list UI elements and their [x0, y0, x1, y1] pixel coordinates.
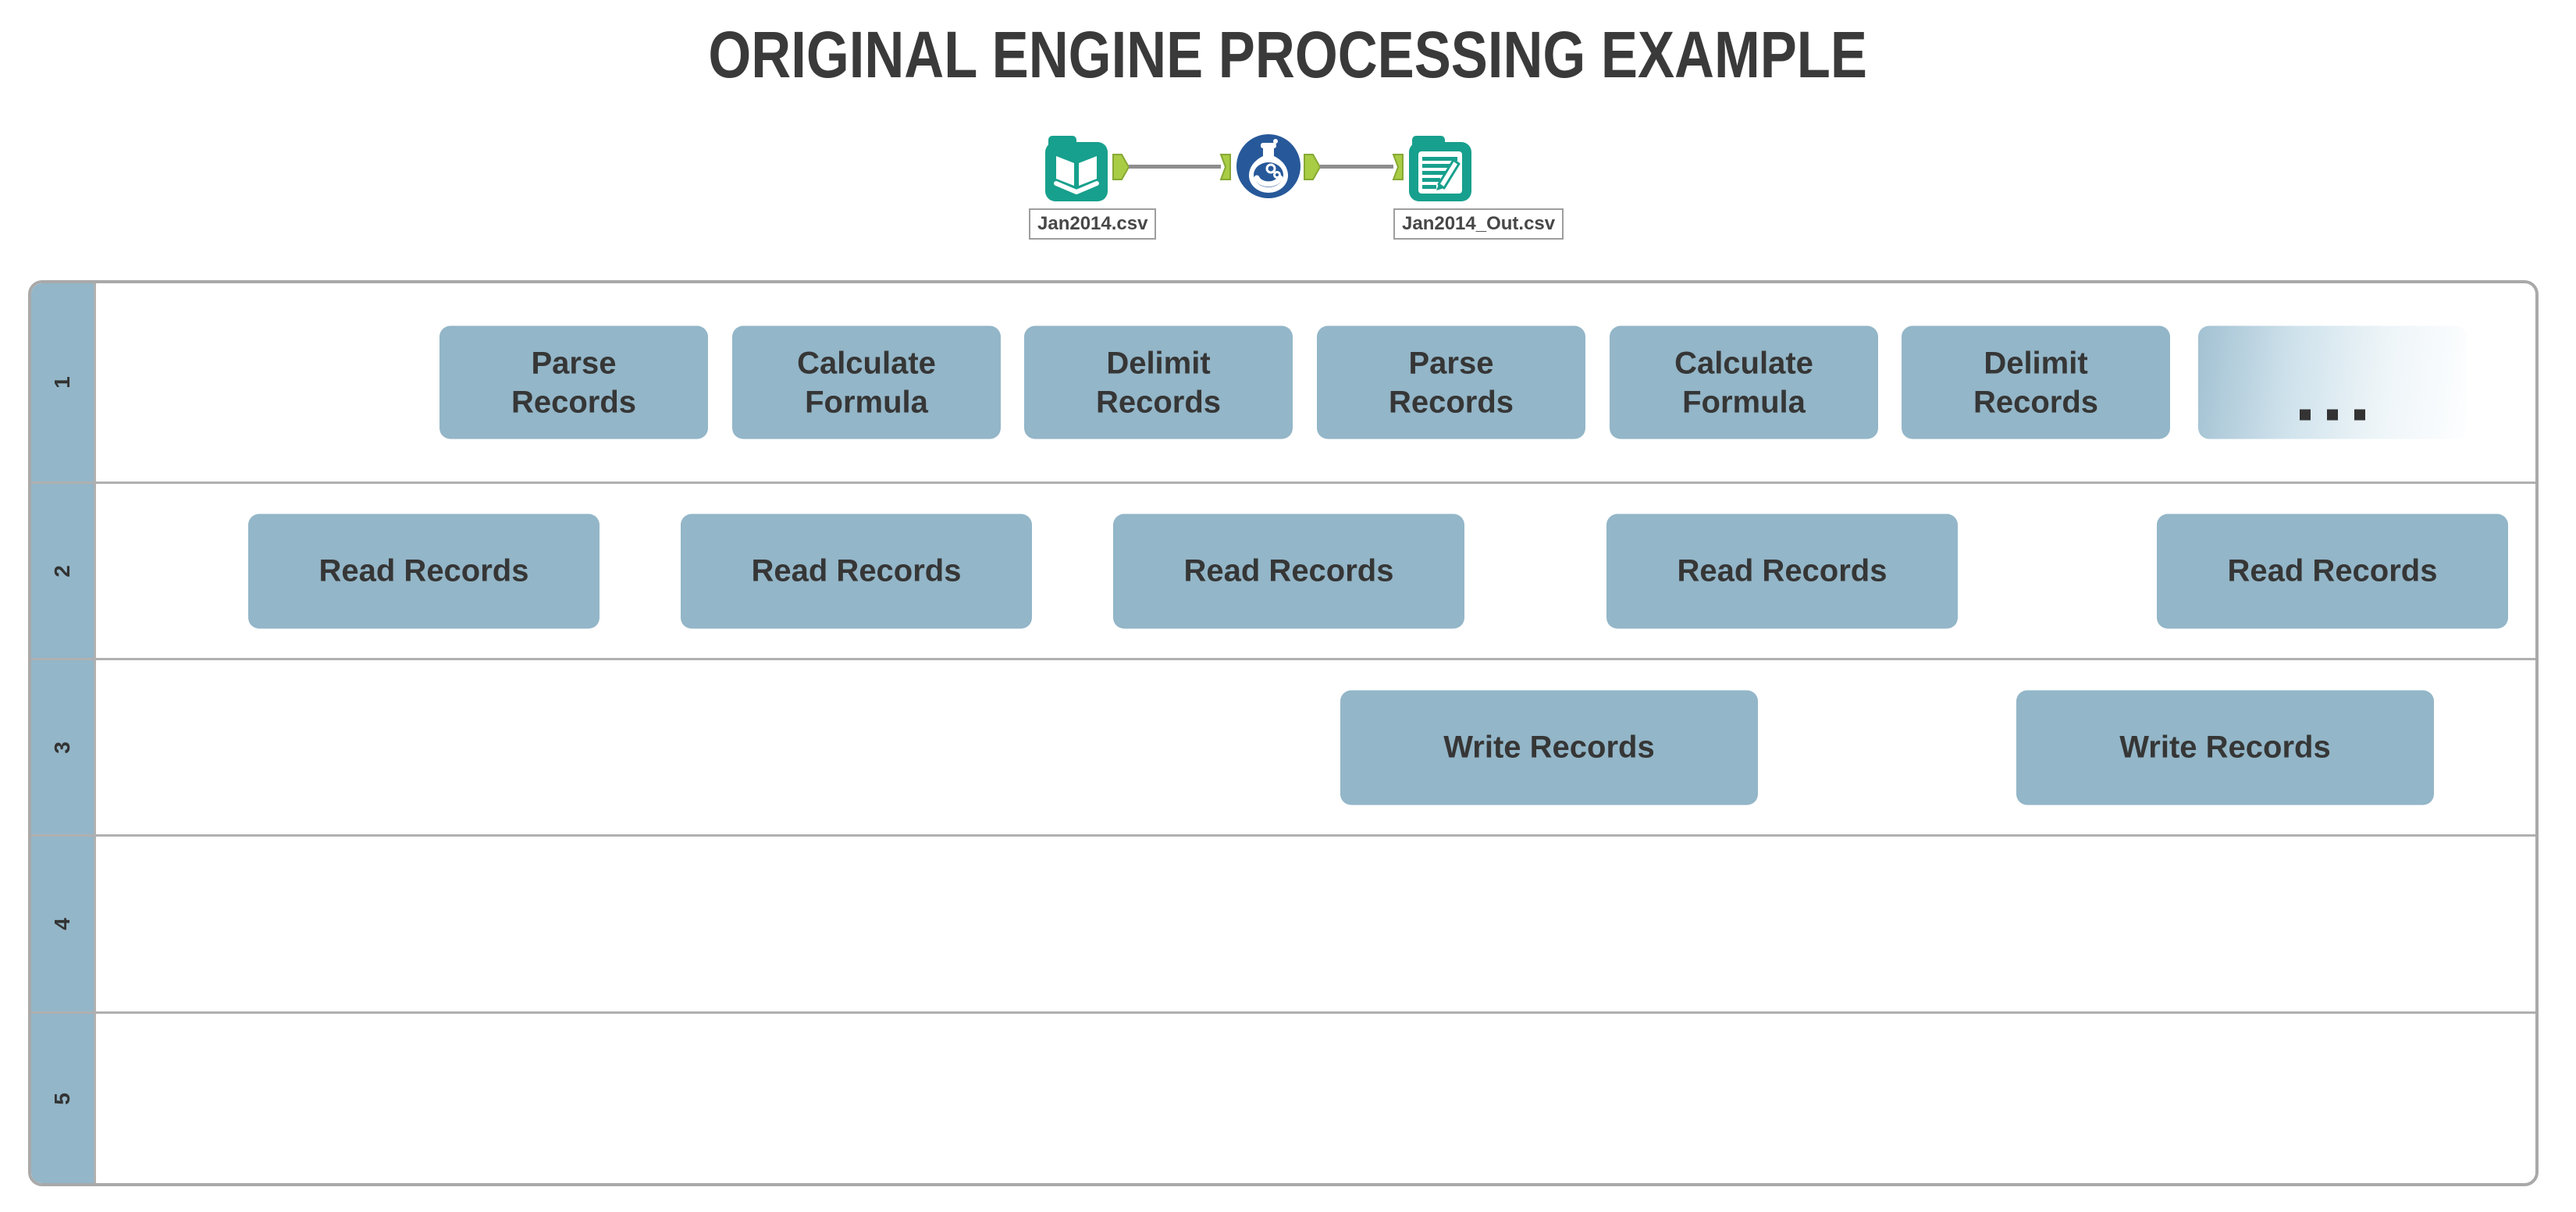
connection-arrow-icon — [1304, 154, 1322, 180]
process-box: Write Records — [2016, 690, 2434, 805]
process-box: Read Records — [1606, 514, 1958, 628]
process-box: Read Records — [1113, 514, 1464, 628]
swimlane-row-5: 5 — [31, 1011, 2535, 1183]
swimlane-row-3: 3 Write Records Write Records — [31, 658, 2535, 834]
workflow-strip: Jan2014.csv Jan2014_Out.csv — [0, 0, 2576, 258]
lane-number-cell: 2 — [31, 484, 96, 658]
lane-number-cell: 3 — [31, 660, 96, 834]
process-box: Read Records — [248, 514, 600, 628]
process-box: Write Records — [1340, 690, 1758, 805]
process-box: Read Records — [681, 514, 1032, 628]
lane-content — [96, 1014, 2535, 1183]
connection-socket-icon — [1392, 154, 1404, 180]
lane-number: 1 — [49, 376, 74, 389]
lane-number: 4 — [49, 918, 74, 930]
input-file-label: Jan2014.csv — [1029, 208, 1157, 240]
title-bar: ORIGINAL ENGINE PROCESSING EXAMPLE — [0, 17, 2576, 93]
connection-arrow-icon — [1112, 154, 1130, 180]
lane-content: Read Records Read Records Read Records Read… — [96, 484, 2535, 658]
lane-number: 5 — [49, 1092, 74, 1105]
lane-number: 3 — [49, 741, 74, 754]
ellipsis-box — [2198, 325, 2467, 439]
formula-tool-icon — [1236, 134, 1300, 198]
output-file-label: Jan2014_Out.csv — [1393, 208, 1564, 240]
output-data-tool-icon — [1409, 136, 1471, 201]
lane-number-cell: 1 — [31, 283, 96, 482]
connector-line — [1320, 165, 1393, 169]
swimlane-row-4: 4 — [31, 834, 2535, 1011]
lane-number-cell: 4 — [31, 837, 96, 1011]
diagram-title: ORIGINAL ENGINE PROCESSING EXAMPLE — [708, 18, 1868, 91]
process-box: Read Records — [2157, 514, 2508, 628]
lane-number: 2 — [49, 564, 74, 578]
input-data-tool-icon — [1045, 136, 1108, 201]
ellipsis-dots — [2300, 409, 2365, 421]
lane-number-cell: 5 — [31, 1014, 96, 1183]
connector-line — [1129, 165, 1221, 169]
lane-content: Write Records Write Records — [96, 660, 2535, 834]
connection-socket-icon — [1219, 154, 1231, 180]
lane-content — [96, 837, 2535, 1011]
